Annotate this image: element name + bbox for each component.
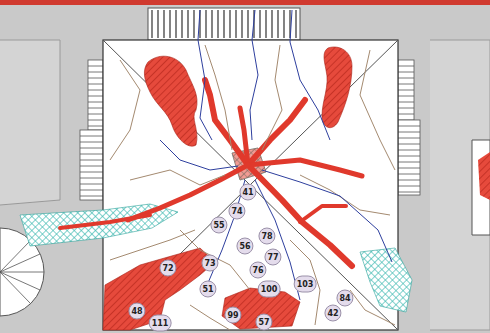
callout-number: 56 bbox=[236, 238, 253, 255]
red-streaks bbox=[60, 215, 150, 228]
callout-number: 73 bbox=[201, 255, 218, 272]
vault-square bbox=[103, 40, 398, 330]
cyan-deposit bbox=[360, 248, 412, 312]
callout-number: 77 bbox=[264, 249, 281, 266]
vault-square bbox=[103, 40, 398, 330]
red-damage bbox=[103, 47, 352, 330]
stair-arc bbox=[0, 241, 44, 303]
crack-lines-blue bbox=[262, 170, 392, 262]
callout-number: 111 bbox=[149, 314, 172, 331]
callout-number: 42 bbox=[324, 305, 341, 322]
side-steps bbox=[80, 130, 103, 200]
crack-lines-blue bbox=[160, 140, 238, 170]
red-damage bbox=[103, 248, 215, 330]
wall-ground bbox=[0, 40, 60, 205]
callout-number: 99 bbox=[224, 307, 241, 324]
callout-number: 57 bbox=[255, 314, 272, 331]
red-streaks bbox=[248, 160, 362, 176]
callout-number: 76 bbox=[249, 262, 266, 279]
cyan-deposit bbox=[20, 58, 412, 312]
callout-number: 51 bbox=[199, 281, 216, 298]
crack-lines-blue bbox=[198, 10, 212, 140]
callout-number: 41 bbox=[239, 184, 256, 201]
callout-number: 100 bbox=[258, 281, 281, 298]
crack-lines-blue bbox=[160, 10, 392, 300]
crack-lines-brown bbox=[130, 170, 225, 185]
callout-number: 78 bbox=[258, 228, 275, 245]
right-bay bbox=[472, 140, 490, 235]
crack-lines-brown bbox=[350, 290, 395, 325]
red-streaks bbox=[128, 165, 248, 220]
wall-ground bbox=[430, 40, 490, 330]
red-streaks bbox=[240, 108, 248, 165]
callout-number: 55 bbox=[210, 217, 227, 234]
red-damage bbox=[144, 56, 197, 146]
red-streaks bbox=[300, 206, 346, 222]
vault-square bbox=[103, 40, 398, 330]
crack-lines-brown bbox=[300, 175, 390, 215]
crack-lines-brown bbox=[110, 230, 195, 260]
right-bay bbox=[472, 140, 490, 235]
right-bay bbox=[478, 152, 490, 200]
crack-lines-brown bbox=[360, 50, 395, 170]
callout-number: 74 bbox=[228, 203, 245, 220]
side-steps bbox=[88, 60, 103, 130]
crack-lines-brown bbox=[262, 45, 282, 150]
side-steps bbox=[398, 120, 420, 195]
callout-number: 103 bbox=[294, 276, 317, 293]
crack-lines-brown bbox=[290, 240, 320, 325]
crack-lines-brown bbox=[110, 45, 395, 330]
top-grille bbox=[152, 10, 296, 38]
callout-number: 72 bbox=[159, 260, 176, 277]
crack-lines-blue bbox=[250, 10, 258, 140]
crack-lines-brown bbox=[110, 60, 140, 160]
callout-number: 84 bbox=[336, 290, 353, 307]
crack-lines-blue bbox=[205, 180, 245, 290]
red-streaks bbox=[248, 100, 305, 165]
red-damage bbox=[322, 47, 352, 128]
wall-ground bbox=[0, 0, 490, 5]
top-grille bbox=[148, 8, 300, 40]
crack-lines-blue bbox=[290, 10, 330, 140]
callout-number: 48 bbox=[128, 303, 145, 320]
red-streaks bbox=[248, 165, 352, 266]
red-streaks bbox=[205, 80, 248, 165]
top-grille bbox=[148, 8, 300, 40]
